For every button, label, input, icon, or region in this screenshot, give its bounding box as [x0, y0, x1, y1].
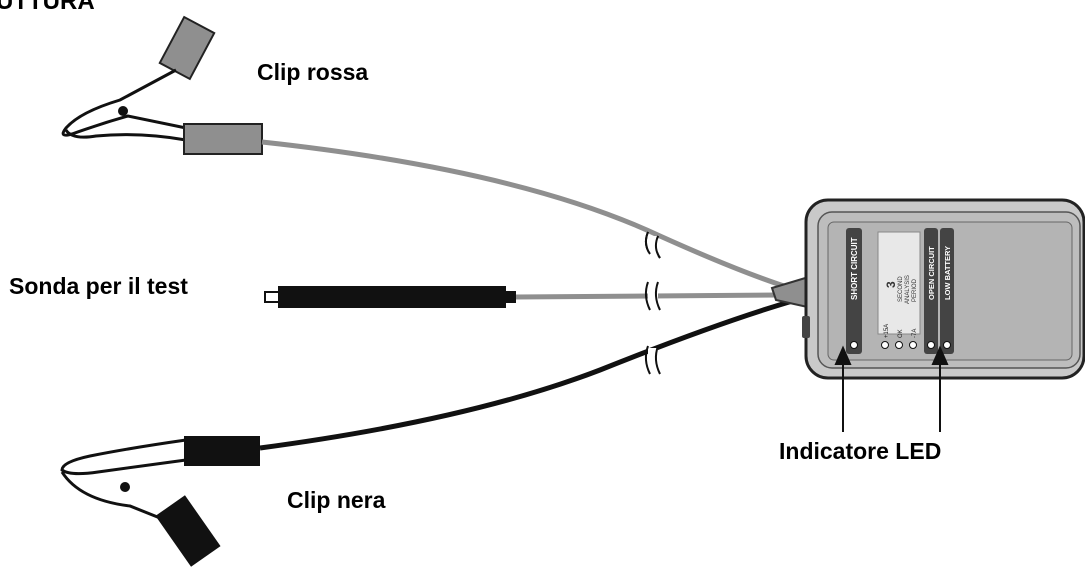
low-battery-text: LOW BATTERY: [943, 246, 952, 300]
analysis-period-number: 3: [884, 281, 898, 288]
red-clip-pivot: [118, 106, 128, 116]
low-battery-strip: [940, 228, 954, 354]
break-mark-black: [644, 345, 661, 375]
callout-arrowhead-right: [931, 345, 949, 365]
open-circuit-text: OPEN CIRCUIT: [927, 246, 936, 300]
option-label-2: OK: [898, 329, 904, 338]
black-alligator-clip: [60, 436, 260, 567]
open-circuit-led: [927, 341, 935, 349]
option-led-3: [909, 341, 917, 349]
callout-arrowhead-left: [834, 345, 852, 365]
break-mark-probe: [644, 281, 661, 311]
clip-black-label: Clip nera: [287, 487, 386, 513]
red-clip-tip: [158, 15, 216, 81]
probe-collar: [504, 291, 516, 303]
probe-body: [278, 286, 506, 308]
short-circuit-strip: [846, 228, 862, 354]
black-lead-wire: [259, 297, 797, 451]
red-clip-boot: [183, 123, 263, 155]
section-title: UTTURA: [0, 0, 95, 15]
red-alligator-clip: [61, 15, 263, 155]
black-clip-jaw-upper: [60, 438, 187, 476]
clip-red-label: Clip rossa: [257, 59, 369, 85]
black-clip-jaw-lower: [60, 471, 161, 520]
test-probe: [264, 286, 516, 308]
black-clip-pivot: [120, 482, 130, 492]
analysis-period-line2: ANALYSIS: [905, 275, 911, 304]
analysis-period-line1: SECOND: [898, 276, 904, 302]
short-circuit-text: SHORT CIRCUIT: [850, 237, 859, 300]
black-clip-tip: [155, 495, 221, 567]
low-battery-led: [943, 341, 951, 349]
red-clip-jaw-lower: [64, 129, 187, 142]
analysis-period-line3: PERIOD: [912, 278, 918, 302]
led-callout-arrows: [834, 345, 949, 432]
wire-break-marks: [644, 231, 661, 375]
red-clip-jaw-upper: [61, 68, 187, 137]
short-circuit-led: [850, 341, 858, 349]
option-led-1: [881, 341, 889, 349]
option-label-1: +15A: [884, 324, 890, 338]
open-circuit-strip: [924, 228, 938, 354]
probe-tip: [264, 291, 280, 303]
device-side-button: [802, 316, 810, 338]
option-led-2: [895, 341, 903, 349]
led-indicator-label: Indicatore LED: [779, 438, 942, 464]
tester-device: SHORT CIRCUIT 3 SECOND ANALYSIS PERIOD +…: [802, 198, 1085, 380]
test-probe-label: Sonda per il test: [9, 273, 188, 299]
option-label-3: -7A: [912, 329, 918, 338]
analysis-period-box: [877, 231, 921, 335]
red-lead-wire: [261, 139, 791, 291]
black-clip-boot: [184, 436, 260, 466]
